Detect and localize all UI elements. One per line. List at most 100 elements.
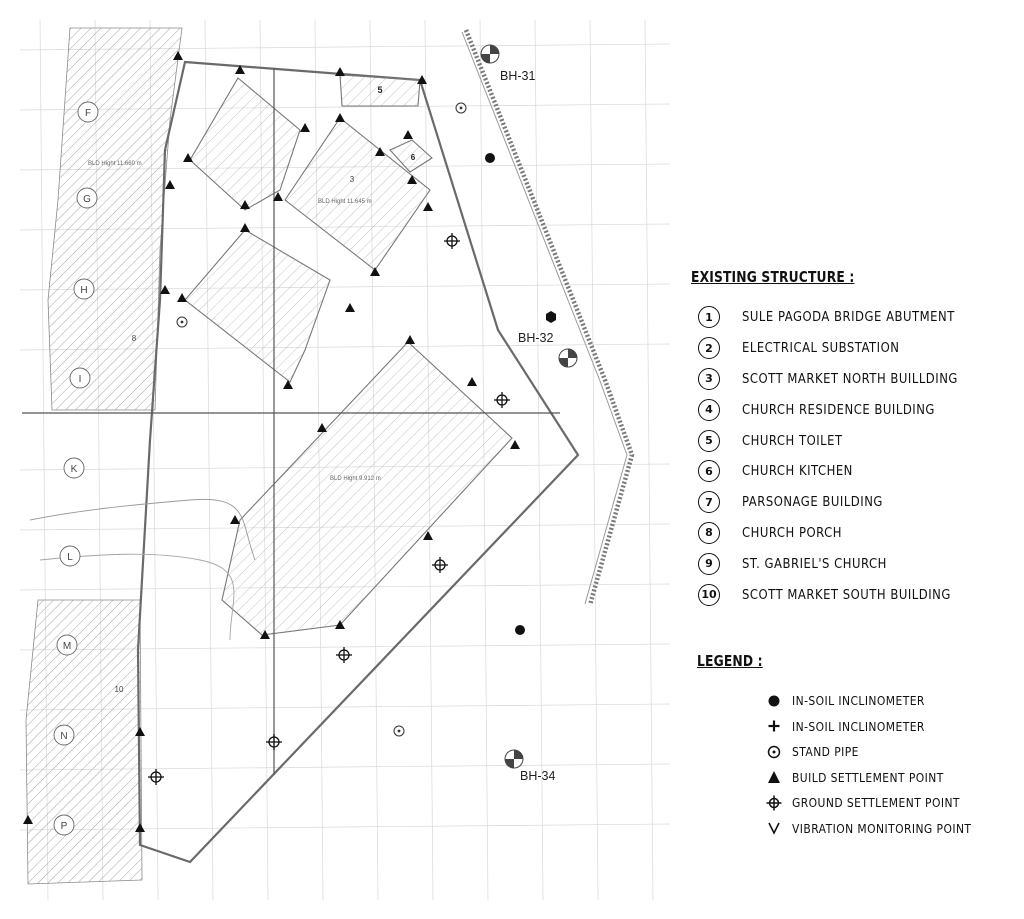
ground-settlement-point [148,769,164,785]
legend-label: IN-SOIL INCLINOMETER [792,718,925,734]
svg-text:P: P [61,821,68,832]
structure-label: SCOTT MARKET SOUTH BUILDING [742,586,951,603]
settlement-point-triangle [183,153,193,162]
ground-settlement-point [336,647,352,663]
settlement-point-triangle [335,67,345,76]
inclinometer-marker [546,311,556,323]
ground-settlement-point [432,557,448,573]
svg-text:G: G [83,194,91,205]
structure-number-circle: 9 [698,552,720,575]
building-church-kitchen [389,139,433,173]
structure-number-circle: 5 [698,429,720,452]
building-parsonage [184,229,331,383]
structure-number-circle: 8 [698,521,720,544]
svg-text:H: H [80,285,87,296]
structure-label: ST. GABRIEL'S CHURCH [742,555,887,572]
settlement-point-triangle [405,335,415,344]
settlement-point-triangle [300,123,310,132]
settlement-point-triangle [23,815,33,824]
legend-title: LEGEND : [697,651,763,670]
building-height-note: BLD Hight 9.912 m [330,476,381,482]
ground-settlement-point [494,392,510,408]
settlement-point-triangle [467,377,477,386]
grid-labels: F G H I K L M N P [53,101,99,836]
grid-label-k: K [63,457,85,479]
settlement-point-triangle [165,180,175,189]
legend-label: IN-SOIL INCLINOMETER [792,693,925,709]
grid-label-g: G [76,187,98,209]
structure-item: 5 CHURCH TOILET [688,425,1018,456]
settlement-point-triangle [417,75,427,84]
site-boundary [136,60,580,864]
monitoring-markers [23,51,556,832]
stand-pipe-marker [455,102,467,114]
settlement-point-triangle [173,51,183,60]
railway-line-edge [461,31,628,605]
structure-number-circle: 3 [698,367,720,390]
settlement-point-triangle [370,267,380,276]
legend-panel: EXISTING STRUCTURE : 1 SULE PAGODA BRIDGE… [688,268,1018,841]
legend-label: BUILD SETTLEMENT POINT [792,769,944,785]
legend-label: GROUND SETTLEMENT POINT [792,795,960,811]
settlement-point-triangle [335,113,345,122]
structure-number-circle: 1 [698,306,720,329]
settlement-point-triangle [177,293,187,302]
borehole-label: BH-31 [500,69,535,83]
structure-label: CHURCH PORCH [742,524,843,541]
existing-structure-title: EXISTING STRUCTURE : [691,268,855,286]
building-number-label: 5 [377,85,382,95]
stand-pipe-marker [393,725,405,737]
legend-item: IN-SOIL INCLINOMETER [766,713,1018,739]
structure-number-circle: 2 [698,337,720,360]
svg-text:F: F [85,108,91,119]
structure-label: SULE PAGODA BRIDGE ABUTMENT [742,309,955,326]
svg-text:M: M [63,641,71,652]
settlement-point-triangle [335,620,345,629]
triangle-icon [766,769,782,785]
legend-list: IN-SOIL INCLINOMETER IN-SOIL INCLINOMETER… [766,688,1018,841]
building-number-label: 6 [411,153,416,162]
legend-item: GROUND SETTLEMENT POINT [766,790,1018,816]
grid-label-i: I [69,367,91,389]
curved-path-lower-left-2 [39,553,235,641]
railway-line [463,29,635,606]
settlement-point-triangle [260,630,270,639]
svg-text:N: N [60,731,67,742]
hatched-area-west-lower [25,599,143,885]
settlement-point-triangle [230,515,240,524]
building-number-label: 3 [350,175,355,184]
grid-label-l: L [59,545,81,567]
v-mark-icon [766,820,782,836]
svg-text:I: I [79,374,82,385]
settlement-point-triangle [375,147,385,156]
borehole-bh32: BH-32 [518,331,578,368]
legend-label: VIBRATION MONITORING POINT [792,820,972,836]
settlement-point-triangle [510,440,520,449]
grid-label-p: P [53,814,75,836]
borehole-bh31: BH-31 [480,44,535,83]
settlement-point-triangle [235,65,245,74]
building-height-note: BLD Hight 11.645 m [318,199,372,205]
svg-text:K: K [71,464,78,475]
settlement-point-triangle [423,202,433,211]
stand-pipe-marker [176,316,188,328]
structure-label: CHURCH RESIDENCE BUILDING [742,401,935,418]
settlement-point-triangle [135,823,145,832]
grid-label-h: H [73,278,95,300]
building-church-toilet [339,74,421,107]
settlement-point-triangle [240,200,250,209]
structure-label: PARSONAGE BUILDING [742,494,883,511]
building-church-residence [189,77,301,211]
building-height-note: BLD Hight 11.660 m [88,161,142,167]
structure-label: CHURCH TOILET [742,432,843,449]
building-scott-market-north [284,117,431,271]
legend-item: VIBRATION MONITORING POINT [766,815,1018,841]
settlement-point-triangle [135,727,145,736]
borehole-bh34: BH-34 [504,749,555,783]
